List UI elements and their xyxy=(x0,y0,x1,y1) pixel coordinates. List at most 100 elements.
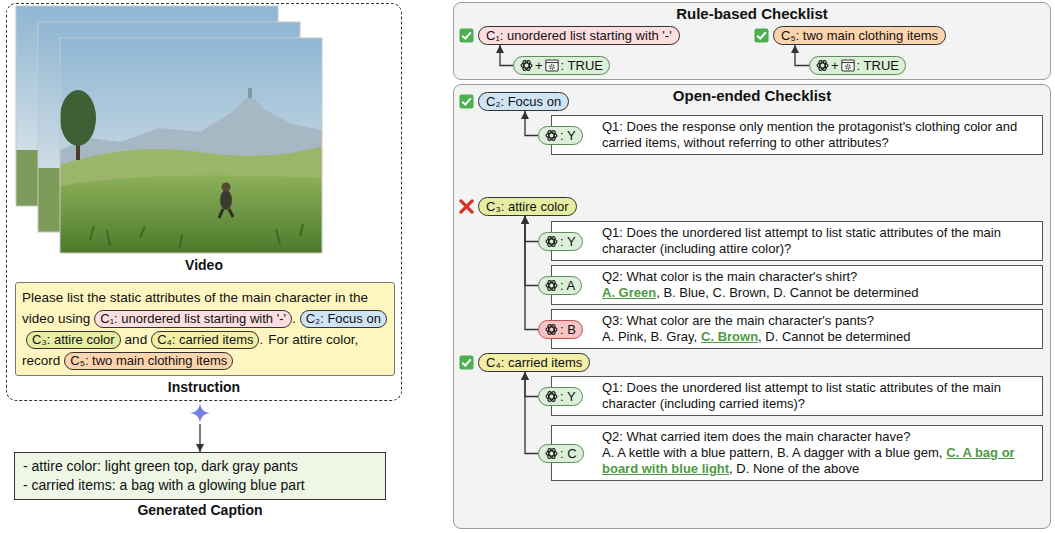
constraint-pill: C₅: two main clothing items xyxy=(64,352,233,370)
gpt-petal xyxy=(547,280,557,292)
answer-text: : A xyxy=(560,277,575,294)
answer-text: : C xyxy=(560,445,577,462)
distant-tower xyxy=(248,88,252,98)
option-text: C. Brown xyxy=(701,329,758,344)
check-tick xyxy=(462,32,471,38)
constraint-label: C₃: attire color xyxy=(32,332,115,347)
gpt-knot xyxy=(546,280,557,292)
gpt-petal xyxy=(547,448,557,460)
constraint-label: C₄: carried items xyxy=(486,355,582,370)
answer-text: + xyxy=(831,57,839,74)
constraint-label: C₅: two main clothing items xyxy=(781,28,938,43)
question-text: Q2: What color is the main character's s… xyxy=(602,269,1036,285)
sparkle-ground xyxy=(189,402,211,424)
check-icon xyxy=(459,94,474,109)
foreground-grass xyxy=(60,175,322,253)
video-frames xyxy=(0,0,330,258)
panel-title: Rule-based Checklist xyxy=(454,3,1050,22)
constraint-pill: C₂: Focus on xyxy=(478,92,569,111)
gpt-knot xyxy=(817,60,828,72)
gpt-icon xyxy=(520,59,533,72)
gear-hub xyxy=(551,66,552,67)
check-icon xyxy=(754,28,769,43)
answer-pill: : Y xyxy=(538,126,583,145)
window-bar xyxy=(545,62,557,63)
constraint-pill: C₂: Focus on xyxy=(300,310,387,328)
gpt-petal xyxy=(547,391,557,403)
video-label: Video xyxy=(7,257,401,274)
check-box xyxy=(754,28,768,42)
gpt-knot xyxy=(546,391,557,403)
option-text: A. Green xyxy=(602,285,656,300)
answer-text: : TRUE xyxy=(857,57,899,74)
option-text: , B. Blue, C. Brown, D. Cannot be determ… xyxy=(656,285,918,300)
constraint-label: C₁: unordered list starting with '-' xyxy=(486,28,672,43)
option-text: A. Pink, B. Gray, xyxy=(602,329,697,344)
gpt-knot xyxy=(546,324,557,336)
question-box: Q1: Does the unordered list attempt to l… xyxy=(551,376,1043,416)
caption-line: - attire color: light green top, dark gr… xyxy=(23,457,377,476)
gpt-icon xyxy=(545,323,558,336)
options-line: A. A kettle with a blue pattern, B. A da… xyxy=(602,445,1036,477)
window-frame xyxy=(545,60,557,71)
answer-pill: : A xyxy=(538,276,582,295)
gpt-icon xyxy=(545,129,558,142)
checklist-panel: Rule-based ChecklistC₁: unordered list s… xyxy=(453,2,1051,80)
check-tick xyxy=(757,32,766,38)
constraint-label: C₂: Focus on xyxy=(306,311,381,326)
check-box xyxy=(459,355,473,369)
answer-pill: : Y xyxy=(538,232,583,251)
options-line: A. Green, B. Blue, C. Brown, D. Cannot b… xyxy=(602,285,1036,301)
model-sparkle xyxy=(189,402,211,424)
constraint-pill: C₃: attire color xyxy=(478,197,577,216)
gpt-petal xyxy=(547,391,557,403)
constraint-label: C₁: unordered list starting with '-' xyxy=(100,311,286,326)
cross-icon xyxy=(459,199,474,214)
input-group: VideoInstructionPlease list the static a… xyxy=(6,3,402,401)
gpt-petal xyxy=(547,280,557,292)
answer-pill: : Y xyxy=(538,387,583,406)
character-legs xyxy=(219,209,233,218)
gpt-petal xyxy=(522,60,532,72)
answer-text: : B xyxy=(560,321,576,338)
gpt-icon xyxy=(545,390,558,403)
question-box: Q2: What carried item does the main char… xyxy=(551,425,1043,481)
gear-hub xyxy=(847,66,848,67)
gear xyxy=(549,65,553,69)
gpt-petal xyxy=(547,236,557,248)
window-bar xyxy=(841,62,853,63)
gpt-icon xyxy=(545,235,558,248)
answer-text: + xyxy=(535,57,543,74)
constraint-label: C₂: Focus on xyxy=(486,94,561,109)
sparkle-star xyxy=(190,403,210,423)
check-tick xyxy=(462,359,471,365)
constraint-label: C₃: attire color xyxy=(486,199,569,214)
instruction-text: . xyxy=(292,311,296,326)
answer-text: : Y xyxy=(560,388,576,405)
constraint-label: C₄: carried items xyxy=(157,332,253,347)
question-box: Q1: Does the unordered list attempt to l… xyxy=(551,221,1043,261)
caption-line: - carried items: a bag with a glowing bl… xyxy=(23,476,377,495)
option-text: A. A kettle with a blue pattern, B. A da… xyxy=(602,445,942,460)
instruction-text: . xyxy=(259,332,263,347)
constraint-pill: C₃: attire color xyxy=(26,331,121,349)
question-text: Q1: Does the unordered list attempt to l… xyxy=(602,225,1036,257)
constraint-pill: C₁: unordered list starting with '-' xyxy=(94,310,292,328)
option-text: , D. None of the above xyxy=(729,461,859,476)
front-frame xyxy=(60,38,322,253)
question-text: Q1: Does the response only mention the p… xyxy=(602,119,1036,151)
constraint-pill: C₅: two main clothing items xyxy=(773,26,946,45)
question-text: Q1: Does the unordered list attempt to l… xyxy=(602,380,1036,412)
character-head xyxy=(222,183,231,192)
gpt-petal xyxy=(547,236,557,248)
gpt-knot xyxy=(546,448,557,460)
instruction-text: and xyxy=(125,332,148,347)
options-line: A. Pink, B. Gray,C. Brown, D. Cannot be … xyxy=(602,329,1036,345)
gpt-petal xyxy=(547,448,557,460)
answer-pill: +: TRUE xyxy=(513,56,610,75)
check-box xyxy=(459,94,473,108)
grass-blades xyxy=(90,224,303,248)
constraint-pill: C₄: carried items xyxy=(478,353,590,372)
gpt-knot xyxy=(546,130,557,142)
